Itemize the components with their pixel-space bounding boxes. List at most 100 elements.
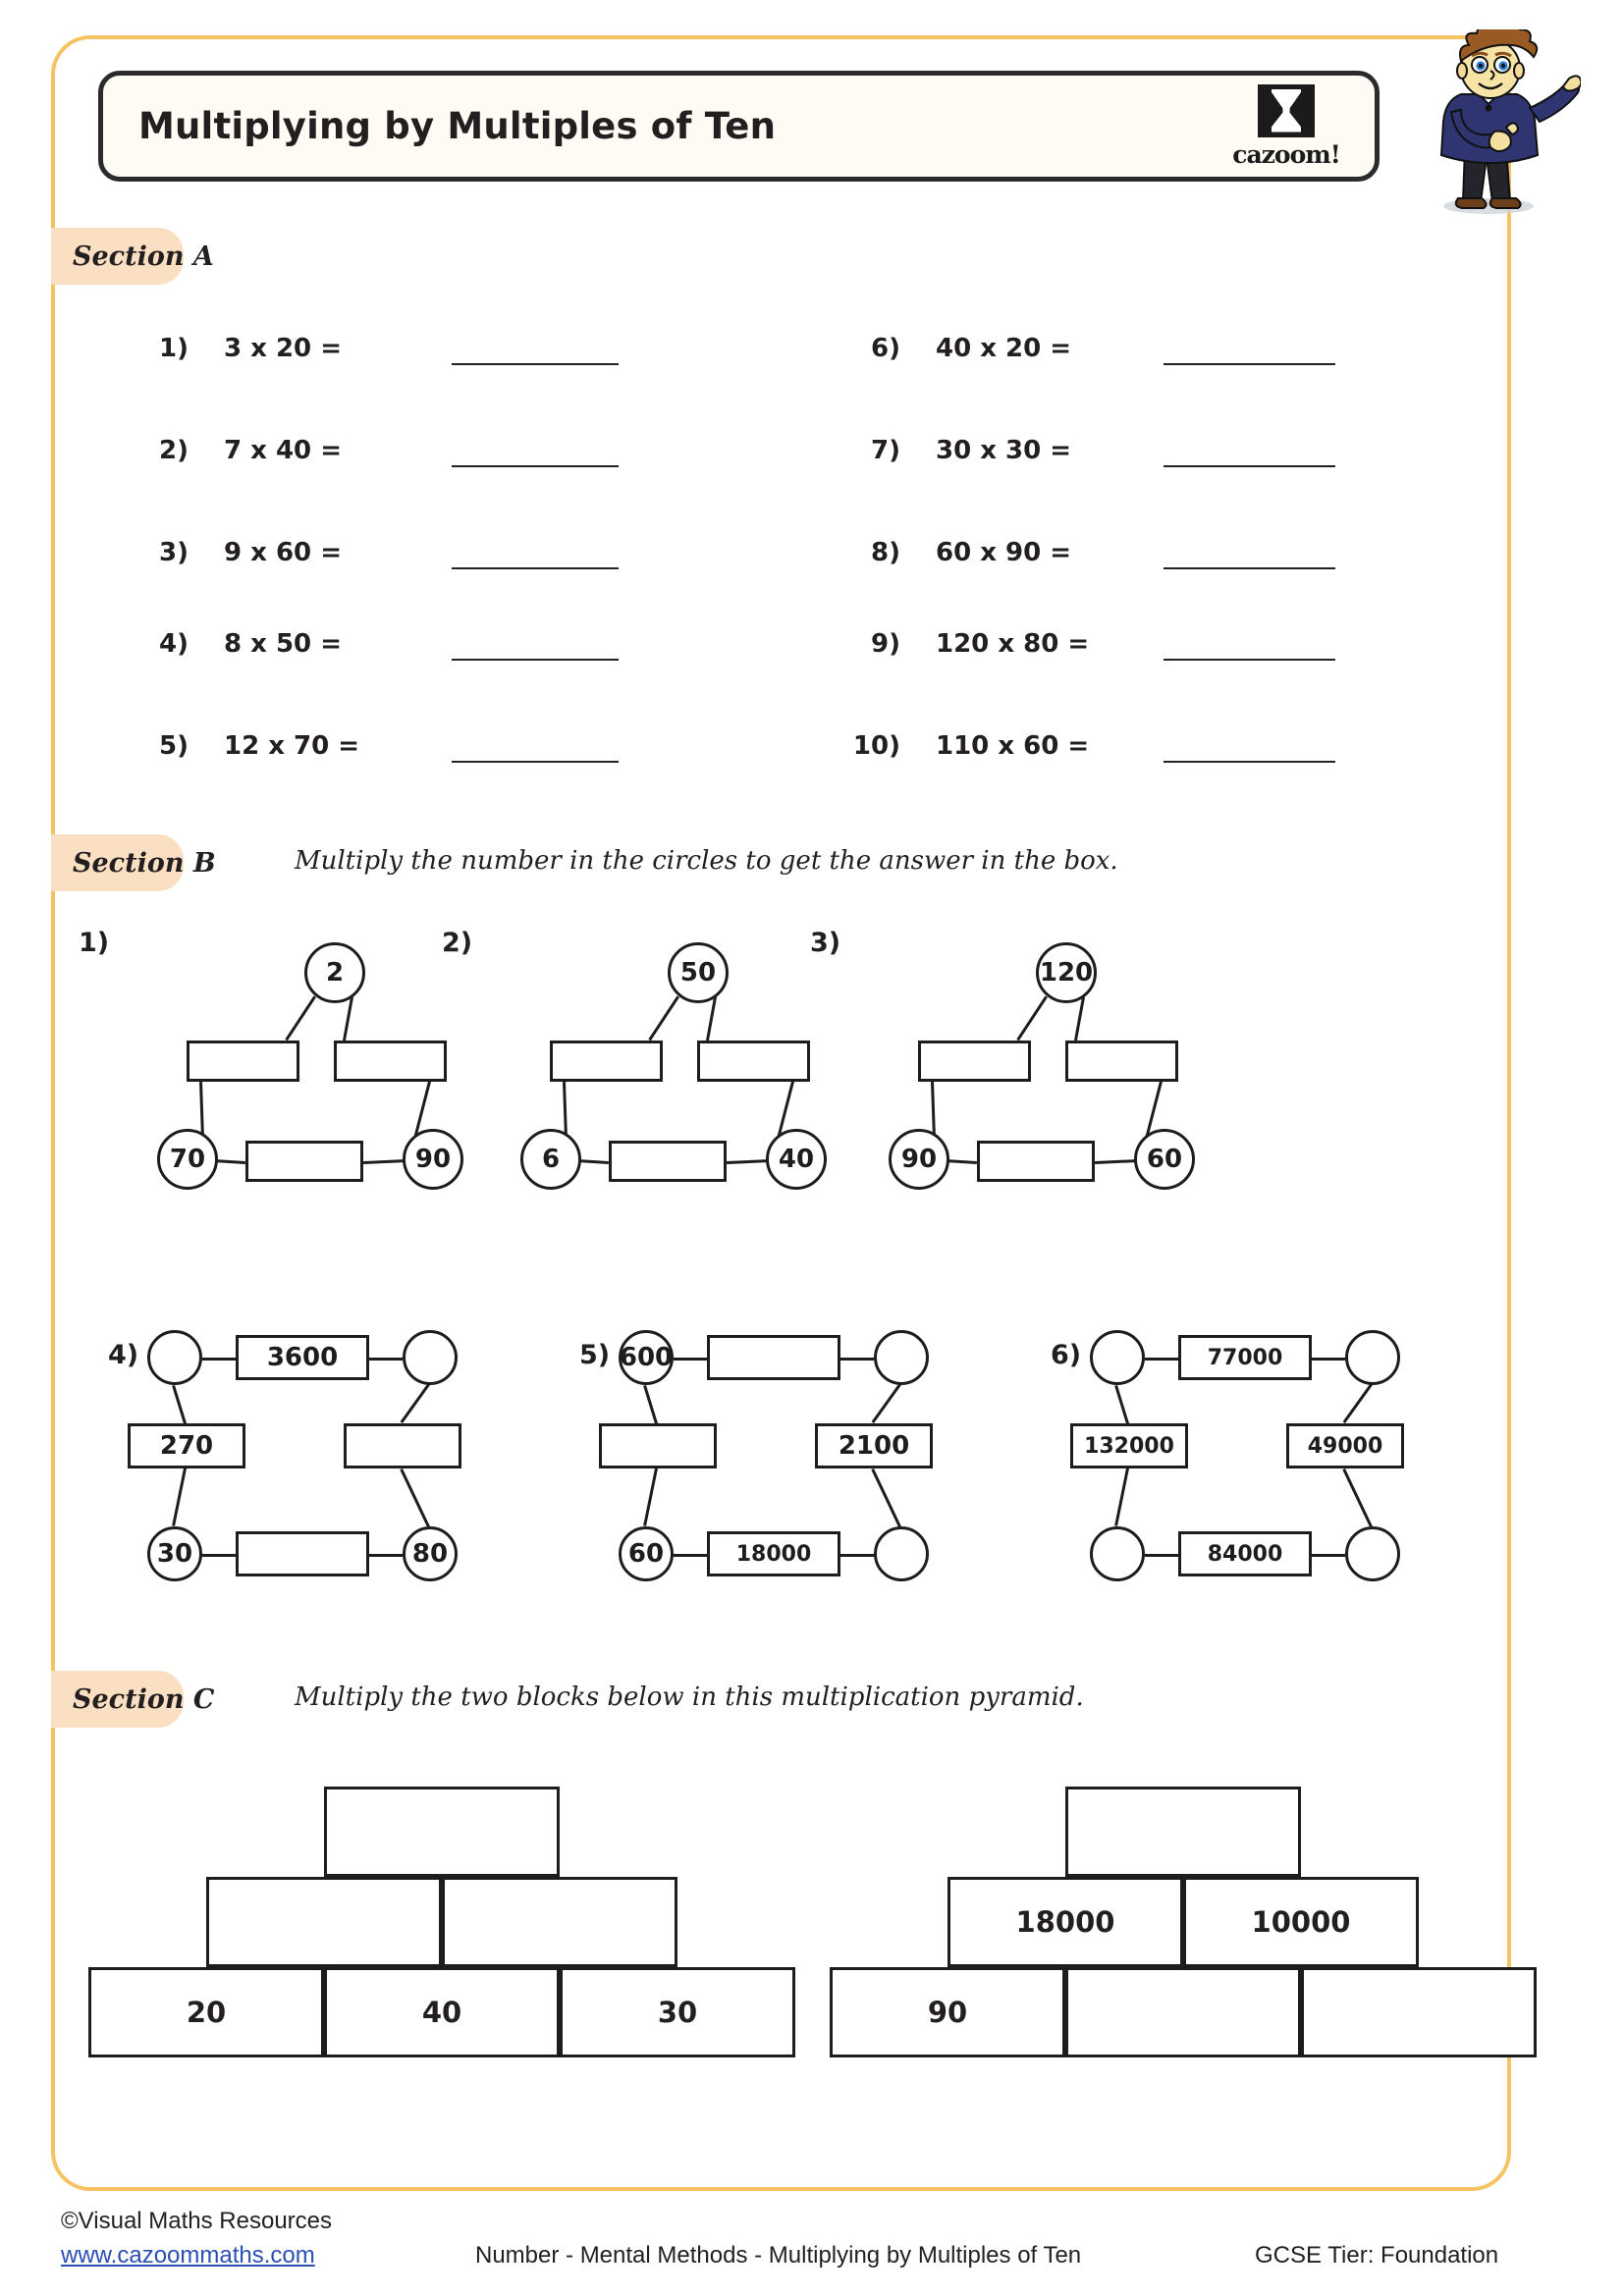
box-left[interactable] xyxy=(918,1041,1031,1082)
box-left[interactable]: 132000 xyxy=(1070,1423,1188,1468)
answer-blank-line[interactable] xyxy=(1164,567,1335,569)
answer-blank-line[interactable] xyxy=(1164,363,1335,365)
section-b-label: Section B xyxy=(73,847,216,879)
answer-blank-line[interactable] xyxy=(452,761,619,763)
answer-blank-line[interactable] xyxy=(452,659,619,661)
box-top[interactable]: 3600 xyxy=(236,1335,369,1380)
diagram-number: 2) xyxy=(442,928,473,958)
box-left[interactable] xyxy=(550,1041,663,1082)
question-expression: 9 x 60 = xyxy=(224,538,342,567)
section-c-instruction: Multiply the two blocks below in this mu… xyxy=(295,1682,1084,1712)
question-expression: 40 x 20 = xyxy=(936,334,1072,363)
pyramid-cell-bottom[interactable]: 30 xyxy=(560,1967,795,2057)
answer-blank-line[interactable] xyxy=(1164,465,1335,467)
circle-bottom-left: 70 xyxy=(157,1129,218,1190)
cazoom-logo: cazoom! xyxy=(1227,81,1345,172)
box-bottom[interactable] xyxy=(977,1141,1095,1182)
question-number: 2) xyxy=(159,436,189,465)
circle-bottom-right: 90 xyxy=(403,1129,463,1190)
box-right[interactable] xyxy=(1065,1041,1178,1082)
circle-top-left xyxy=(147,1330,202,1385)
box-left[interactable] xyxy=(187,1041,299,1082)
box-top[interactable] xyxy=(707,1335,840,1380)
answer-blank-line[interactable] xyxy=(452,465,619,467)
question-expression: 8 x 50 = xyxy=(224,629,342,659)
pyramid-cell-bottom[interactable]: 20 xyxy=(88,1967,324,2057)
question-row: 2)7 x 40 = xyxy=(128,436,342,465)
circle-bottom-left xyxy=(1090,1526,1145,1581)
circle-bottom-left: 60 xyxy=(619,1526,674,1581)
hourglass-icon xyxy=(1258,83,1315,137)
question-row: 7)30 x 30 = xyxy=(839,436,1071,465)
pyramid-cell-bottom[interactable] xyxy=(1065,1967,1301,2057)
circle-top-left xyxy=(1090,1330,1145,1385)
pyramid-cell-middle[interactable]: 18000 xyxy=(947,1877,1183,1967)
pyramid-cell-top[interactable] xyxy=(1065,1787,1301,1877)
question-number: 1) xyxy=(159,334,189,363)
section-a-label: Section A xyxy=(73,240,214,272)
circle-top: 120 xyxy=(1036,942,1097,1003)
question-number: 9) xyxy=(871,629,900,659)
answer-blank-line[interactable] xyxy=(452,363,619,365)
connector-line xyxy=(202,1358,236,1361)
box-top[interactable]: 77000 xyxy=(1178,1335,1312,1380)
box-right[interactable] xyxy=(334,1041,447,1082)
pyramid-cell-bottom[interactable]: 90 xyxy=(830,1967,1065,2057)
box-left[interactable] xyxy=(599,1423,717,1468)
circle-bottom-right: 60 xyxy=(1134,1129,1195,1190)
footer-topic: Number - Mental Methods - Multiplying by… xyxy=(475,2242,1082,2269)
question-expression: 60 x 90 = xyxy=(936,538,1072,567)
section-b-badge: Section B xyxy=(51,834,216,891)
page-title: Multiplying by Multiples of Ten xyxy=(138,105,777,147)
pyramid-cell-bottom[interactable] xyxy=(1301,1967,1537,2057)
question-number: 4) xyxy=(159,629,189,659)
logo-wordmark: cazoom! xyxy=(1232,139,1340,169)
footer-copyright: ©Visual Maths Resources xyxy=(61,2208,333,2234)
section-c-badge: Section C xyxy=(51,1671,214,1728)
diagram-number: 6) xyxy=(1051,1340,1082,1370)
pyramid-cell-bottom[interactable]: 40 xyxy=(324,1967,560,2057)
circle-top: 50 xyxy=(668,942,729,1003)
box-left[interactable]: 270 xyxy=(128,1423,245,1468)
pyramid-cell-top[interactable] xyxy=(324,1787,560,1877)
footer: ©Visual Maths Resources www.cazoommaths.… xyxy=(0,2199,1624,2296)
question-expression: 110 x 60 = xyxy=(936,731,1090,761)
circle-bottom-left: 6 xyxy=(520,1129,581,1190)
box-right[interactable]: 49000 xyxy=(1286,1423,1404,1468)
diagram-number: 4) xyxy=(108,1340,139,1370)
box-right[interactable]: 2100 xyxy=(815,1423,933,1468)
connector-line xyxy=(674,1554,707,1557)
diagram-number: 3) xyxy=(810,928,841,958)
connector-line xyxy=(369,1358,403,1361)
question-number: 10) xyxy=(852,731,900,761)
box-right[interactable] xyxy=(344,1423,461,1468)
box-bottom[interactable]: 18000 xyxy=(707,1531,840,1576)
diagram-number: 5) xyxy=(579,1340,611,1370)
section-c-label: Section C xyxy=(73,1683,215,1715)
footer-website-link[interactable]: www.cazoommaths.com xyxy=(61,2242,315,2269)
question-row: 8)60 x 90 = xyxy=(839,538,1071,567)
circle-bottom-right xyxy=(874,1526,929,1581)
answer-blank-line[interactable] xyxy=(452,567,619,569)
box-bottom[interactable]: 84000 xyxy=(1178,1531,1312,1576)
question-row: 1)3 x 20 = xyxy=(128,334,342,363)
pyramid-cell-middle[interactable] xyxy=(206,1877,442,1967)
question-number: 3) xyxy=(159,538,189,567)
box-bottom[interactable] xyxy=(245,1141,363,1182)
circle-bottom-left: 30 xyxy=(147,1526,202,1581)
mascot-boy-illustration xyxy=(1404,19,1583,216)
footer-tier: GCSE Tier: Foundation xyxy=(1255,2242,1499,2269)
box-right[interactable] xyxy=(697,1041,810,1082)
connector-line xyxy=(1145,1358,1178,1361)
pyramid-cell-middle[interactable] xyxy=(442,1877,677,1967)
question-number: 6) xyxy=(871,334,900,363)
diagram-number: 1) xyxy=(79,928,110,958)
answer-blank-line[interactable] xyxy=(1164,659,1335,661)
box-bottom[interactable] xyxy=(609,1141,727,1182)
answer-blank-line[interactable] xyxy=(1164,761,1335,763)
question-row: 9)120 x 80 = xyxy=(839,629,1089,659)
box-bottom[interactable] xyxy=(236,1531,369,1576)
connector-line xyxy=(1312,1358,1345,1361)
connector-line xyxy=(1312,1554,1345,1557)
pyramid-cell-middle[interactable]: 10000 xyxy=(1183,1877,1419,1967)
